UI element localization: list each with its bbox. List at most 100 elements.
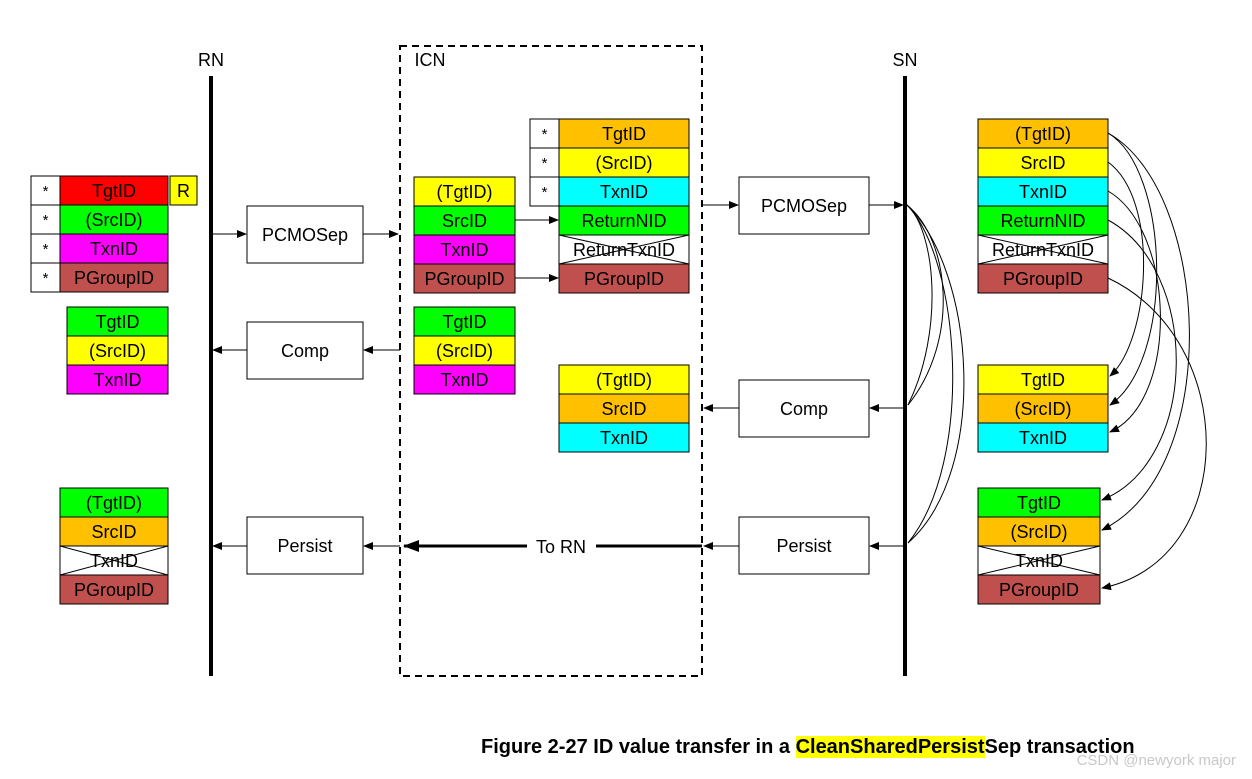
field-label: (TgtID): [437, 182, 493, 202]
field-label: TxnID: [90, 239, 138, 259]
icn-request-out-packet: * TgtID * (SrcID) * TxnID ReturnNID Retu…: [529, 118, 690, 294]
msg-label-persist-rn: Persist: [277, 536, 332, 556]
field-pgroupid: [413, 263, 516, 294]
cross-line: [59, 545, 169, 576]
field-txnid: [977, 176, 1109, 207]
caption-highlight: CleanSharedPersist: [795, 736, 985, 758]
star-mark: *: [43, 241, 49, 258]
field-label: TgtID: [92, 181, 136, 201]
field-label: (SrcID): [86, 210, 143, 230]
field-label: SrcID: [92, 522, 137, 542]
figure-caption: Figure 2-27 ID value transfer in a Clean…: [481, 736, 1135, 759]
field-label: TxnID: [440, 240, 488, 260]
field-txnid: [66, 364, 169, 395]
field-label: (SrcID): [89, 341, 146, 361]
field-label: (SrcID): [1015, 399, 1072, 419]
field-pgroupid: [977, 263, 1109, 294]
field-pgroupid: [977, 574, 1101, 605]
map-txnid-to-comp-txnid: [1107, 190, 1161, 433]
curve-sn-to-comp: [906, 204, 933, 406]
field-label: TxnID: [90, 551, 138, 571]
cross-line: [977, 545, 1101, 576]
field-label: SrcID: [442, 211, 487, 231]
field-label: TgtID: [1021, 370, 1065, 390]
sn-request-packet: (TgtID) SrcID TxnID ReturnNID ReturnTxnI…: [977, 118, 1109, 294]
field-srcid: [59, 516, 169, 547]
rn-persist-packet: (TgtID) SrcID TxnID PGroupID: [59, 487, 169, 605]
msg-label-comp-rn: Comp: [281, 341, 329, 361]
field-label: (SrcID): [596, 153, 653, 173]
star-cell: [30, 233, 61, 264]
star-cell: [30, 204, 61, 235]
field-label: SrcID: [602, 399, 647, 419]
caption-suffix: Sep transaction: [984, 736, 1135, 758]
msg-label-pcmosep-sn: PCMOSep: [761, 196, 847, 216]
map-tgtid-to-persist-srcid: [1101, 132, 1190, 531]
sn-comp-packet: TgtID (SrcID) TxnID: [977, 364, 1109, 453]
field-label: ReturnNID: [1000, 211, 1085, 231]
msg-box-persist-sn: [738, 516, 870, 575]
field-label: (SrcID): [436, 341, 493, 361]
field-label: (TgtID): [1015, 124, 1071, 144]
sn-persist-packet: TgtID (SrcID) TxnID PGroupID: [977, 487, 1101, 605]
icn-comp-from-sn-packet: (TgtID) SrcID TxnID: [558, 364, 690, 453]
field-label: ReturnTxnID: [573, 240, 675, 260]
field-txnid: [413, 364, 516, 395]
msg-box-persist-rn: [246, 516, 364, 575]
field-label: PGroupID: [584, 269, 664, 289]
icn-boundary: [399, 45, 703, 677]
field-label: TxnID: [1019, 182, 1067, 202]
star-mark: *: [542, 184, 548, 201]
icn-comp-packet: TgtID (SrcID) TxnID: [413, 306, 516, 395]
field-srcid: [413, 335, 516, 366]
field-label: TgtID: [602, 124, 646, 144]
rn-comp-packet: TgtID (SrcID) TxnID: [66, 306, 169, 395]
field-pgroupid: [59, 262, 169, 293]
field-srcid: [977, 516, 1101, 547]
field-label: PGroupID: [424, 269, 504, 289]
sn-label: SN: [892, 50, 917, 70]
star-cell: [30, 262, 61, 293]
star-mark: *: [542, 126, 548, 143]
msg-box-pcmosep-sn: [738, 176, 870, 235]
star-cell: [529, 176, 560, 207]
field-label: TxnID: [1019, 428, 1067, 448]
rn-request-packet: * TgtID R * (SrcID) * TxnID * PGroupID: [30, 175, 198, 293]
field-label: TgtID: [1017, 493, 1061, 513]
field-label: TxnID: [93, 370, 141, 390]
field-tgtid: [59, 175, 169, 206]
field-tgtid: [66, 306, 169, 337]
field-label: (TgtID): [596, 370, 652, 390]
field-srcid: [558, 147, 690, 178]
msg-box-pcmosep-rn: [246, 205, 364, 264]
msg-label-pcmosep-rn: PCMOSep: [262, 225, 348, 245]
field-tgtid: [413, 306, 516, 337]
field-tgtid: [977, 487, 1101, 518]
field-srcid: [413, 205, 516, 236]
field-tgtid: [977, 364, 1109, 395]
field-label: TxnID: [440, 370, 488, 390]
field-label: ReturnNID: [581, 211, 666, 231]
field-label: PGroupID: [74, 268, 154, 288]
field-pgroupid: [59, 574, 169, 605]
field-label: TgtID: [95, 312, 139, 332]
msg-label-comp-sn: Comp: [780, 399, 828, 419]
map-tgtid-to-comp-srcid: [1107, 132, 1158, 406]
field-srcid: [977, 147, 1109, 178]
to-rn-label: To RN: [536, 537, 586, 557]
field-label: PGroupID: [74, 580, 154, 600]
watermark: CSDN @newyork major: [1076, 752, 1236, 769]
icn-label: ICN: [415, 50, 446, 70]
rn-label: RN: [198, 50, 224, 70]
map-returnnid-to-persist-tgtid: [1101, 219, 1177, 501]
field-label: (TgtID): [86, 493, 142, 513]
field-txnid: [558, 422, 690, 453]
curve-sn-to-persist-2: [906, 204, 965, 544]
field-label: TxnID: [600, 182, 648, 202]
caption-prefix: Figure 2-27 ID value transfer in a: [481, 736, 796, 758]
curve-sn-to-persist: [906, 204, 954, 544]
r-cell: [169, 175, 198, 206]
field-tgtid: [558, 364, 690, 395]
field-label: TxnID: [600, 428, 648, 448]
